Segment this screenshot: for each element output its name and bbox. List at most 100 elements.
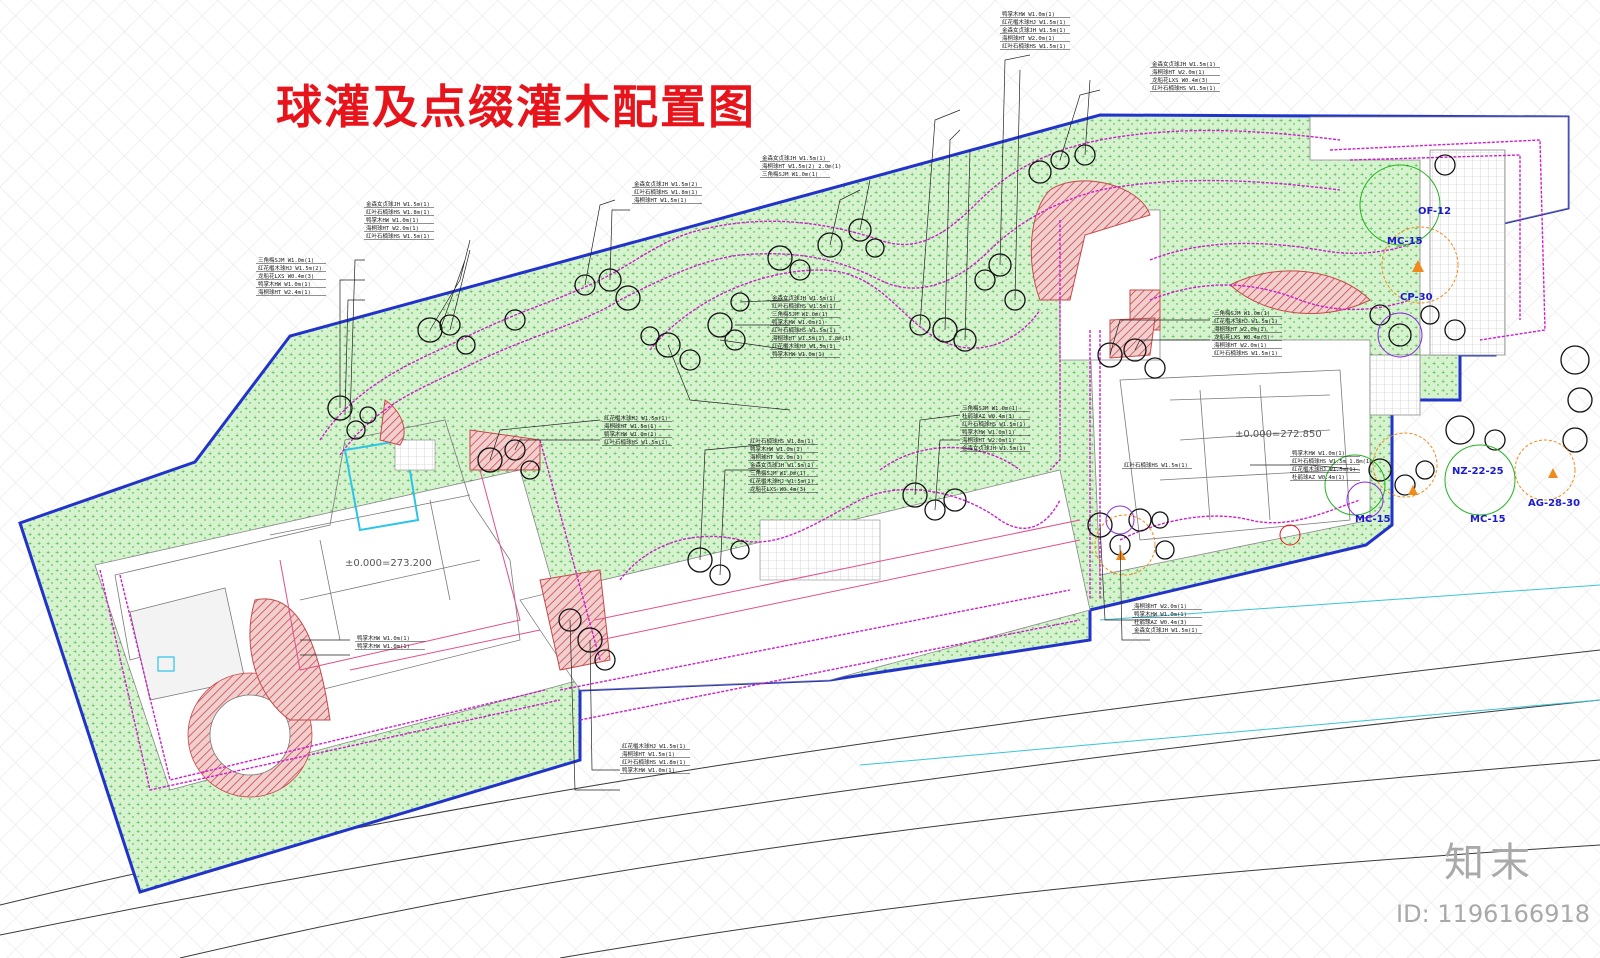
callout-label: 红叶石楠球HS W1.5m(1) xyxy=(772,326,836,334)
callout-label: 金森女贞球JH W1.5m(1) xyxy=(366,200,430,208)
callout-label: 鸭掌木HW W1.0m(1) xyxy=(622,766,675,774)
callout-label: 三角梅SJM W1.0m(1) xyxy=(1214,309,1270,317)
plant-code-of12: OF-12 xyxy=(1418,206,1451,217)
callout-leaders xyxy=(300,54,1361,791)
plant-code-ag: AG-28-30 xyxy=(1528,498,1580,509)
callout-label: 海桐球HT W1.5m(1) xyxy=(622,750,675,758)
callout-group: 红花檵木球HJ W1.5m(1)海桐球HT W1.5m(1)红叶石楠球HS W1… xyxy=(620,742,690,774)
plant-code-cp30-north: CP-30 xyxy=(1400,292,1433,303)
callout-label: 红花檵木球HJ W1.5m(1) xyxy=(1292,465,1356,473)
callout-label: 红叶石楠球HS W1.8m(1) xyxy=(750,437,814,445)
callout-label: 海桐球HT W2.0m(1) xyxy=(750,453,803,461)
callout-label: 金森女贞球JH W1.5m(1) xyxy=(962,444,1026,452)
callout-label: 海桐球HT W2.0m(1) xyxy=(1214,325,1267,333)
callout-label: 金森女贞球JH W1.5m(1) xyxy=(762,154,826,162)
plant-code-nz: NZ-22-25 xyxy=(1452,466,1504,477)
callout-label: 红叶石楠球HS W1.8m(1) xyxy=(622,758,686,766)
house-outline-east xyxy=(1119,149,1506,541)
plant-code-mc15-south: MC-15 xyxy=(1470,514,1506,525)
diagram-title: 球灌及点缀灌木配置图 xyxy=(276,80,756,134)
callout-label: 龙船花LXS W0.4m(3) xyxy=(1152,76,1208,84)
callout-label: 龙船花LXS W0.4m(3) xyxy=(750,485,806,493)
callout-group: 红花檵木球HJ W1.5m(1)海桐球HT W1.5m(1)鸭掌木HW W1.0… xyxy=(602,414,672,446)
planter-outlines xyxy=(279,469,1081,671)
watermark-logo: 知末 xyxy=(1444,840,1536,886)
callout-label: 海桐球HT W2.4m(1) xyxy=(258,288,311,296)
callout-label: 鸭掌木HW W1.0m(1) xyxy=(258,280,311,288)
callout-label: 三角梅SJM W1.0m(1) xyxy=(762,170,818,178)
callout-label: 海桐球HT W2.0m(1) xyxy=(962,436,1015,444)
watermark-id: ID: 1196166918 xyxy=(1396,900,1590,928)
callout-label: 海桐球HT W1.5m(1) xyxy=(634,196,687,204)
callout-label: 海桐球HT W2.0m(1) xyxy=(1002,34,1055,42)
callouts: 鸭掌木HW W1.0m(1)红花檵木球HJ W1.5m(1)金森女贞球JH W1… xyxy=(256,10,1372,774)
callout-label: 杜鹃球AZ W0.4m(1) xyxy=(1292,473,1345,481)
callout-group: 金森女贞球JH W1.5m(1)红叶石楠球HS W1.5m(1)三角梅SJM W… xyxy=(770,294,851,358)
callout-label: 金森女贞球JH W1.5m(1) xyxy=(1134,626,1198,634)
callout-label: 金森女贞球JH W1.5m(1) xyxy=(772,294,836,302)
callout-label: 杜鹃球AZ W0.4m(3) xyxy=(1134,618,1187,626)
callout-label: 金森女贞球JH W1.5m(1) xyxy=(1002,26,1066,34)
callout-group: 红叶石楠球HS W1.5m(1) xyxy=(1122,461,1192,469)
callout-label: 鸭掌木HW W1.0m(1) xyxy=(772,350,825,358)
callout-label: 红花檵木球HJ W1.5m(1) xyxy=(604,414,668,422)
callout-group: 鸭掌木HW W1.0m(1)红花檵木球HJ W1.5m(1)金森女贞球JH W1… xyxy=(1000,10,1070,50)
tree-markers xyxy=(1116,260,1558,560)
callout-label: 红花檵木球HJ W1.5m(2) xyxy=(258,264,322,272)
callout-group: 金森女贞球JH W1.5m(1)海桐球HT W2.0m(1)龙船花LXS W0.… xyxy=(1150,60,1220,92)
callout-group: 金森女贞球JH W1.5m(2)红叶石楠球HS W1.8m(1)海桐球HT W1… xyxy=(632,180,702,204)
callout-label: 海桐球HT W2.0m(1) xyxy=(1152,68,1205,76)
callout-group: 三角梅SJM W1.0m(1)红花檵木球HJ W1.5m(1)海桐球HT W2.… xyxy=(1212,309,1282,357)
callout-label: 海桐球HT W1.5m(1) 1.8m(1) xyxy=(772,334,851,342)
callout-label: 三角梅SJM W1.0m(1) xyxy=(772,310,828,318)
callout-label: 鸭掌木HW W1.0m(1) xyxy=(750,445,803,453)
callout-label: 海桐球HT W2.0m(1) xyxy=(1214,341,1267,349)
callout-label: 红叶石楠球HS W1.5m(1) xyxy=(1152,84,1216,92)
shrubs xyxy=(327,144,1593,671)
callout-label: 龙船花LXS W0.4m(3) xyxy=(1214,333,1270,341)
callout-label: 海桐球HT W2.0m(1) xyxy=(1134,602,1187,610)
callout-label: 杜鹃球AZ W0.4m(3) xyxy=(962,412,1015,420)
callout-label: 红叶石楠球HS W1.5m(1) xyxy=(1124,461,1188,469)
callout-group: 金森女贞球JH W1.5m(1)海桐球HT W1.5m(2) 2.0m(1)三角… xyxy=(760,154,841,178)
callout-label: 红叶石楠球HS W1.8m(1) xyxy=(366,208,430,216)
callout-label: 鸭掌木HW W1.0m(1) xyxy=(604,430,657,438)
callout-label: 鸭掌木HW W1.0m(1) xyxy=(357,634,410,642)
callout-label: 鸭掌木HW W1.0m(1) xyxy=(962,428,1015,436)
hatched-beds xyxy=(249,180,1371,721)
callout-group: 红叶石楠球HS W1.8m(1)鸭掌木HW W1.0m(1)海桐球HT W2.0… xyxy=(748,437,818,493)
callout-label: 红花檵木球HJ W1.5m(1) xyxy=(1002,18,1066,26)
callout-label: 鸭掌木HW W1.0m(1) xyxy=(1002,10,1055,18)
callout-label: 鸭掌木HW W1.0m(1) xyxy=(357,642,410,650)
path-edges xyxy=(99,129,1546,791)
callout-group: 三角梅SJM W1.0m(1)杜鹃球AZ W0.4m(3)红叶石楠球HS W1.… xyxy=(960,404,1030,452)
plant-code-mc15-west: MC-15 xyxy=(1355,514,1391,525)
callout-label: 三角梅SJM W1.0m(1) xyxy=(750,469,806,477)
callout-label: 红叶石楠球HS W1.5m(1) xyxy=(1214,349,1278,357)
trees-purple xyxy=(1105,312,1423,535)
callout-group: 三角梅SJM W1.0m(1)红花檵木球HJ W1.5m(2)龙船花LXS W0… xyxy=(256,256,326,296)
callout-label: 鸭掌木HW W1.0m(1) xyxy=(772,318,825,326)
callout-label: 红花檵木球HJ W1.5m(1) xyxy=(1214,317,1278,325)
callout-label: 金森女贞球JH W1.5m(1) xyxy=(1152,60,1216,68)
callout-label: 三角梅SJM W1.0m(1) xyxy=(258,256,314,264)
callout-label: 金森女贞球JH W1.5m(1) xyxy=(750,461,814,469)
road-cyan-lines xyxy=(859,584,1600,766)
callout-label: 三角梅SJM W1.0m(1) xyxy=(962,404,1018,412)
callout-label: 红叶石楠球HS W1.5m(1) xyxy=(772,302,836,310)
trees-orange xyxy=(1094,226,1576,576)
callout-group: 海桐球HT W2.0m(1)鸭掌木HW W1.0m(1)杜鹃球AZ W0.4m(… xyxy=(1132,602,1202,634)
callout-label: 红花檵木球HJ W1.5m(1) xyxy=(772,342,836,350)
callout-label: 鸭掌木HW W1.0m(1) xyxy=(366,216,419,224)
callout-label: 海桐球HT W2.0m(1) xyxy=(366,224,419,232)
callout-label: 海桐球HT W1.5m(1) xyxy=(604,422,657,430)
callout-label: 红叶石楠球HS W1.8m(1) xyxy=(634,188,698,196)
callout-label: 红花檵木球HJ W1.5m(1) xyxy=(750,477,814,485)
callout-label: 红叶石楠球HS W1.5m(1) xyxy=(1002,42,1066,50)
callout-label: 红叶石楠球HS W1.5m 1.8m(1) xyxy=(1292,457,1372,465)
callout-label: 鸭掌木HW W1.0m(1) xyxy=(1134,610,1187,618)
callout-label: 海桐球HT W1.5m(2) 2.0m(1) xyxy=(762,162,841,170)
elevation-east: ±0.000=272.850 xyxy=(1235,429,1322,440)
callout-label: 红花檵木球HJ W1.5m(1) xyxy=(622,742,686,750)
